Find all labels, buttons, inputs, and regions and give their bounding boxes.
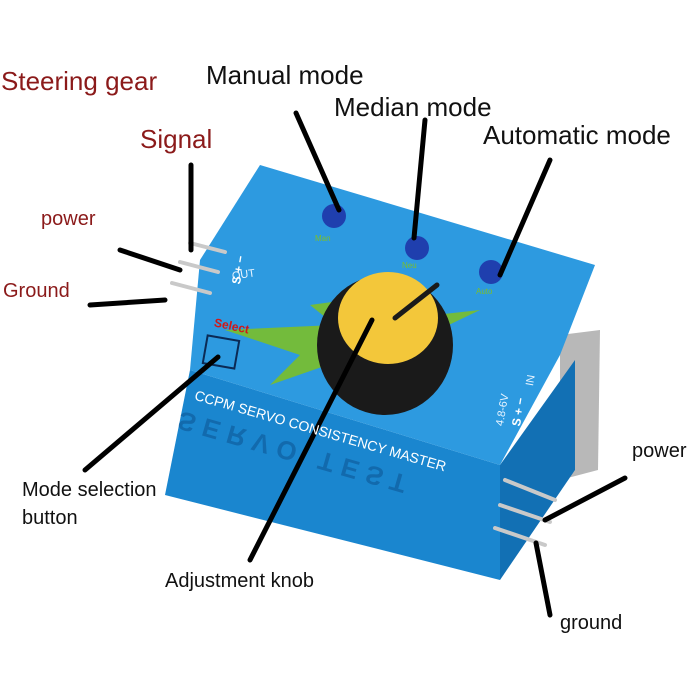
knob-top[interactable]: [338, 272, 438, 364]
label-median-mode: Median mode: [334, 92, 492, 122]
label-mode-selection-line2: button: [22, 507, 78, 529]
box-front-face: [165, 370, 500, 580]
label-signal: Signal: [140, 124, 213, 154]
knob-indicator: [392, 282, 440, 321]
select-button[interactable]: [201, 334, 241, 370]
label-ground-right: ground: [560, 612, 623, 634]
label-power-left: power: [41, 208, 96, 230]
label-ground-left: Ground: [3, 280, 70, 302]
leader-lines: [82, 110, 628, 618]
label-mode-selection-line1: Mode selection: [22, 479, 157, 501]
label-steering-gear: Steering gear: [1, 66, 158, 96]
label-manual-mode: Manual mode: [206, 60, 364, 90]
label-power-right: power: [632, 440, 687, 462]
left-pins: [170, 241, 227, 295]
led-label-manual: Man: [315, 234, 331, 243]
label-adjustment-knob: Adjustment knob: [165, 570, 314, 592]
led-label-automatic: Auto: [476, 287, 493, 296]
led-automatic: [479, 260, 503, 284]
led-median: [405, 236, 429, 260]
in-label: IN: [524, 373, 538, 387]
led-label-median: Neu: [402, 261, 417, 270]
label-automatic-mode: Automatic mode: [483, 120, 671, 150]
led-manual: [322, 204, 346, 228]
box-right-face: [500, 360, 575, 580]
